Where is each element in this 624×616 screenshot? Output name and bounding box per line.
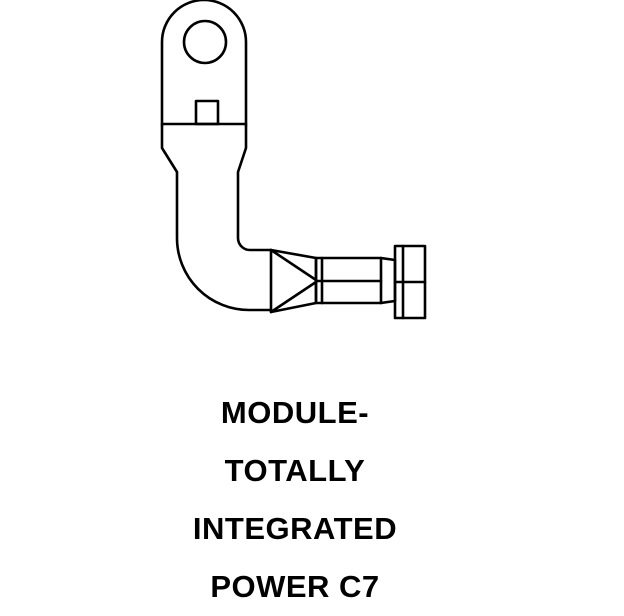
caption-line-2: TOTALLY <box>224 453 366 488</box>
sleeve-shoulder <box>379 256 397 305</box>
lug-outline <box>160 0 248 128</box>
taper-line-lower <box>269 280 318 314</box>
taper-line-upper <box>269 248 318 282</box>
conductor-inner-edge <box>236 124 273 252</box>
mounting-hole <box>182 19 228 65</box>
locating-tab <box>194 99 220 126</box>
taper-outline <box>269 248 318 314</box>
conductor-outer-edge <box>160 124 273 312</box>
caption-line-3: INTEGRATED <box>192 511 398 546</box>
caption-line-4: POWER C7 <box>210 569 380 604</box>
bent-conductor <box>160 124 273 312</box>
terminal-lug <box>160 0 248 128</box>
crimp-taper <box>269 248 318 314</box>
end-nut <box>393 244 427 320</box>
part-drawing <box>160 0 427 320</box>
caption-line-1: MODULE- <box>220 395 370 430</box>
part-caption: MODULE- TOTALLY INTEGRATED POWER C7 <box>0 384 590 616</box>
hex-sleeve <box>314 256 397 305</box>
